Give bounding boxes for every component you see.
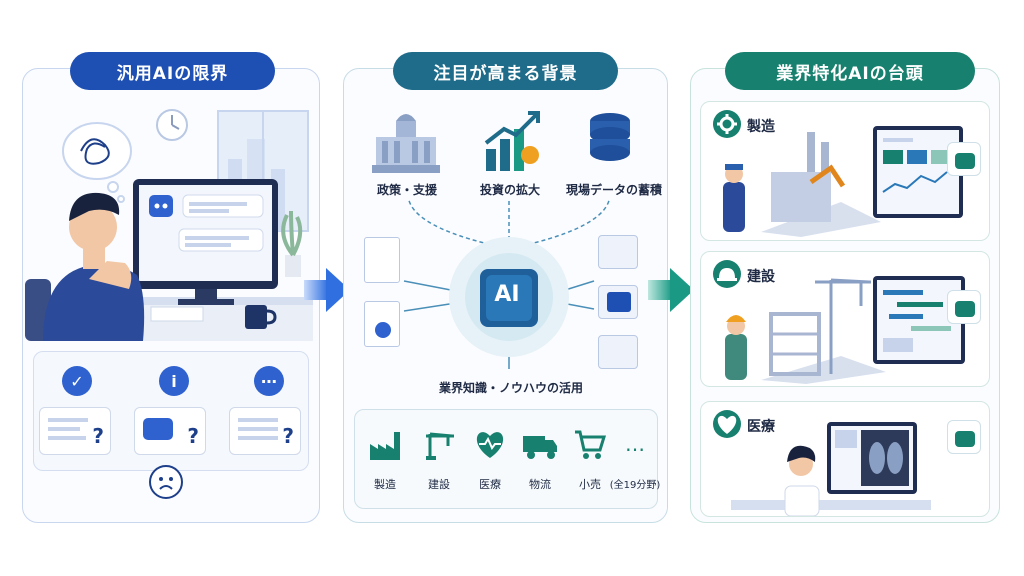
panel1-title: 汎用AIの限界 [70, 52, 275, 90]
robot-assistant-icon [947, 290, 981, 324]
panel2-title-text: 注目が高まる背景 [433, 63, 578, 84]
panel2-title: 注目が高まる背景 [393, 52, 618, 90]
truck-icon [521, 428, 559, 466]
government-building-icon [372, 114, 440, 173]
problem-box: ✓ i ⋯ ? ? ? [33, 351, 309, 471]
source-label-data: 現場データの蓄積 [566, 183, 663, 197]
industry-label: 医療 [479, 478, 501, 491]
industry-label: 小売 [579, 478, 601, 491]
shopping-cart-icon [573, 428, 607, 466]
flow-arrow-1-body [304, 280, 328, 300]
case-title-construction: 建設 [747, 269, 775, 285]
question-mark-icon: ? [187, 424, 199, 448]
case-manufacturing: 製造 [700, 101, 990, 241]
panel-limits: ✓ i ⋯ ? ? ? [22, 68, 320, 523]
heart-pulse-icon [713, 410, 741, 438]
worker-illustration [723, 182, 745, 232]
check-icon: ✓ [62, 366, 92, 396]
hard-hat-icon [713, 260, 741, 288]
document-icon [364, 237, 400, 283]
case-title-medical: 医療 [747, 419, 775, 435]
panel1-title-text: 汎用AIの限界 [116, 63, 229, 84]
question-mark-icon: ? [92, 424, 104, 448]
gear-icon [713, 110, 741, 138]
crane-illustration [815, 278, 871, 374]
factory-scene [723, 126, 963, 237]
robot-arm-icon [809, 164, 846, 188]
industry-label: 製造 [374, 478, 396, 491]
unclear-text-card: ? [39, 407, 111, 455]
industry-label: (全19分野) [609, 480, 661, 491]
mug-illustration [245, 305, 267, 329]
medical-scene [731, 422, 931, 516]
case-title-manufacturing: 製造 [747, 119, 775, 135]
office-scene [25, 109, 313, 341]
more-industries-icon: … [625, 432, 645, 456]
robot-assistant-icon [947, 420, 981, 454]
source-label-policy: 政策・支援 [377, 183, 438, 197]
doctor-illustration [784, 485, 820, 516]
video-icon [598, 285, 638, 319]
case-construction: 建設 [700, 251, 990, 387]
engineer-illustration [725, 334, 747, 380]
spreadsheet-icon [598, 335, 638, 369]
crane-icon [422, 428, 456, 466]
industry-list-box: … 製造 建設 医療 物流 小売 (全19分野) [354, 409, 661, 509]
factory-icon [368, 428, 402, 466]
thought-bubble-icon [62, 122, 132, 180]
panel3-title-text: 業界特化AIの台頭 [776, 63, 924, 84]
panel-rise: 製造 建設 [690, 68, 1000, 523]
ai-hub-diagram [403, 199, 611, 369]
panel3-title: 業界特化AIの台頭 [725, 52, 975, 90]
industry-label: 建設 [428, 478, 450, 491]
question-mark-icon: ? [282, 424, 294, 448]
industry-label: 物流 [529, 478, 551, 491]
info-icon: i [159, 366, 189, 396]
database-icon [590, 113, 630, 161]
heart-pulse-icon [473, 428, 507, 466]
construction-scene [725, 276, 965, 384]
unclear-chat-card: ? [134, 407, 206, 455]
unclear-list-card: ? [229, 407, 301, 455]
article-card-icon [598, 235, 638, 269]
chat-bubble-icon [143, 418, 173, 440]
robot-assistant-icon [947, 142, 981, 176]
sad-face-icon [149, 465, 183, 499]
report-chart-icon [364, 301, 400, 347]
knowledge-label: 業界知識・ノウハウの活用 [439, 381, 584, 395]
panel-background: 政策・支援 投資の拡大 現場データの蓄積 AI 業界知識・ノウハウの活用 [343, 68, 668, 523]
investment-growth-icon [484, 111, 540, 171]
flow-arrow-2-body [648, 280, 672, 300]
more-icon: ⋯ [254, 366, 284, 396]
source-label-investment: 投資の拡大 [480, 183, 541, 197]
case-medical: 医療 [700, 401, 990, 517]
chatbot-icon [149, 195, 173, 217]
ai-chip-label: AI [494, 282, 520, 307]
